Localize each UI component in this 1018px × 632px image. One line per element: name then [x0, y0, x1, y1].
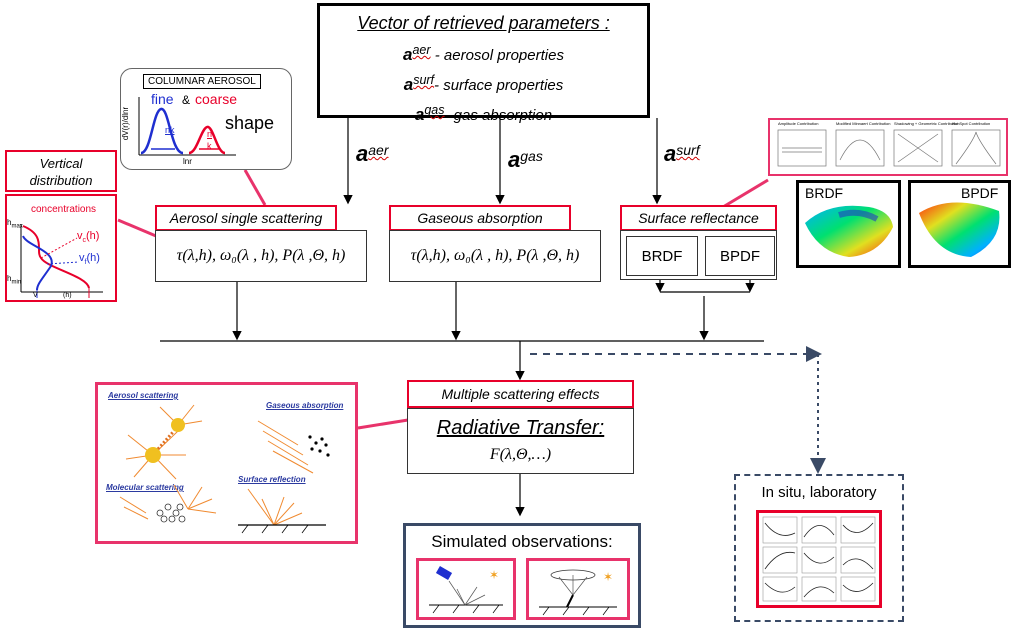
columnar-coarse: coarse: [195, 91, 238, 107]
bpdf-subbox: BPDF: [705, 236, 775, 276]
surface-title: Surface reflectance: [620, 205, 777, 231]
effects-illustration: [119, 404, 330, 534]
gas-title: Gaseous absorption: [389, 205, 571, 231]
effect-aerosol: Aerosol scattering: [108, 391, 179, 400]
insitu-plots-image: [756, 510, 882, 608]
param-gas: agas- gas absorption: [414, 103, 553, 124]
columnar-amp: &: [182, 93, 191, 107]
svg-text:✶: ✶: [489, 568, 499, 582]
rt-title: Radiative Transfer:: [436, 417, 605, 439]
vertical-title-box: Vertical distribution: [5, 150, 117, 192]
gas-formula: τ(λ,h), ω₀(λ , h), P(λ ,Θ, h): [389, 230, 601, 282]
hmin-label: hmin: [7, 274, 22, 286]
brdf-panels: Amplitude Contribution Modified Minnaert…: [768, 118, 1008, 176]
effect-molecular: Molecular scattering: [106, 483, 184, 492]
insitu-title: In situ, laboratory: [761, 484, 877, 501]
brdf-image-label: BRDF: [805, 185, 844, 201]
aerosol-title: Aerosol single scattering: [155, 205, 337, 231]
simulated-title: Simulated observations:: [431, 532, 613, 551]
brdf-surface-plot: [805, 205, 893, 257]
size-distribution-plot: [138, 97, 236, 156]
brdf-panel-title-3: Shadowing + Geometric Contribution: [894, 121, 960, 126]
columnar-xlabel: lnr: [183, 157, 192, 166]
svg-text:✶: ✶: [603, 570, 613, 584]
satellite-obs-illustration: ✶: [429, 566, 503, 614]
concentrations-label: concentrations: [31, 204, 97, 215]
effect-surface: Surface reflection: [238, 475, 306, 484]
brdf-panel-title-4: Hot Spot Contribution: [952, 121, 991, 126]
bpdf-surface-plot: [919, 202, 1000, 257]
radiative-transfer-box: Radiative Transfer: F(λ,Θ,…): [407, 408, 634, 474]
brdf-surface-image: BRDF: [796, 180, 901, 268]
ground-obs-image: ✶: [526, 558, 630, 620]
brdf-subbox: BRDF: [626, 236, 698, 276]
ground-obs-illustration: ✶: [539, 569, 617, 616]
vertical-xlabel2: (h): [63, 292, 72, 299]
param-surf: asurf- surface properties: [403, 73, 564, 94]
bpdf-image-label: BPDF: [961, 185, 999, 201]
rt-formula: F(λ,Θ,…): [489, 446, 552, 463]
vertical-xlabel: V: [33, 292, 38, 299]
aerosol-formula: τ(λ,h), ω₀(λ , h), P(λ ,Θ, h): [155, 230, 367, 282]
vc-label: vc(h): [77, 230, 100, 245]
satellite-obs-image: ✶: [416, 558, 516, 620]
columnar-title: COLUMNAR AEROSOL: [143, 74, 261, 89]
brdf-panel-plots: [777, 129, 1001, 167]
effects-panel: Aerosol scattering Gaseous absorption Mo…: [95, 382, 358, 544]
columnar-fine: fine: [151, 91, 174, 107]
vertical-plot-box: concentrations hmax hmin vc(h) vf(h) V (…: [5, 194, 117, 302]
brdf-panel-title-2: Modified Minnaert Contribution: [836, 121, 891, 126]
vertical-plot: [20, 224, 103, 298]
columnar-n: n: [207, 129, 213, 139]
label-a-surf: asurf: [664, 141, 700, 166]
effect-gaseous: Gaseous absorption: [266, 401, 344, 410]
brdf-panel-title-1: Amplitude Contribution: [778, 121, 819, 126]
vf-label: vf(h): [79, 252, 100, 267]
insitu-plots: [762, 516, 876, 602]
simulated-box: Simulated observations: ✶ ✶: [403, 523, 641, 628]
insitu-box: In situ, laboratory: [734, 474, 904, 622]
bpdf-surface-image: BPDF: [908, 180, 1011, 268]
vector-title: Vector of retrieved parameters :: [357, 13, 610, 33]
label-a-gas: agas: [508, 147, 543, 172]
label-a-aer: aaer: [356, 141, 389, 166]
columnar-aerosol-panel: COLUMNAR AEROSOL dV(r)/dlnr fine & coars…: [120, 68, 292, 170]
param-aer: aaer - aerosol properties: [403, 43, 564, 64]
vector-box: Vector of retrieved parameters : aaer - …: [317, 3, 650, 124]
multiple-title: Multiple scattering effects: [407, 380, 634, 408]
columnar-k: k: [207, 141, 212, 151]
columnar-shape: shape: [225, 113, 275, 133]
hmax-label: hmax: [7, 218, 23, 230]
